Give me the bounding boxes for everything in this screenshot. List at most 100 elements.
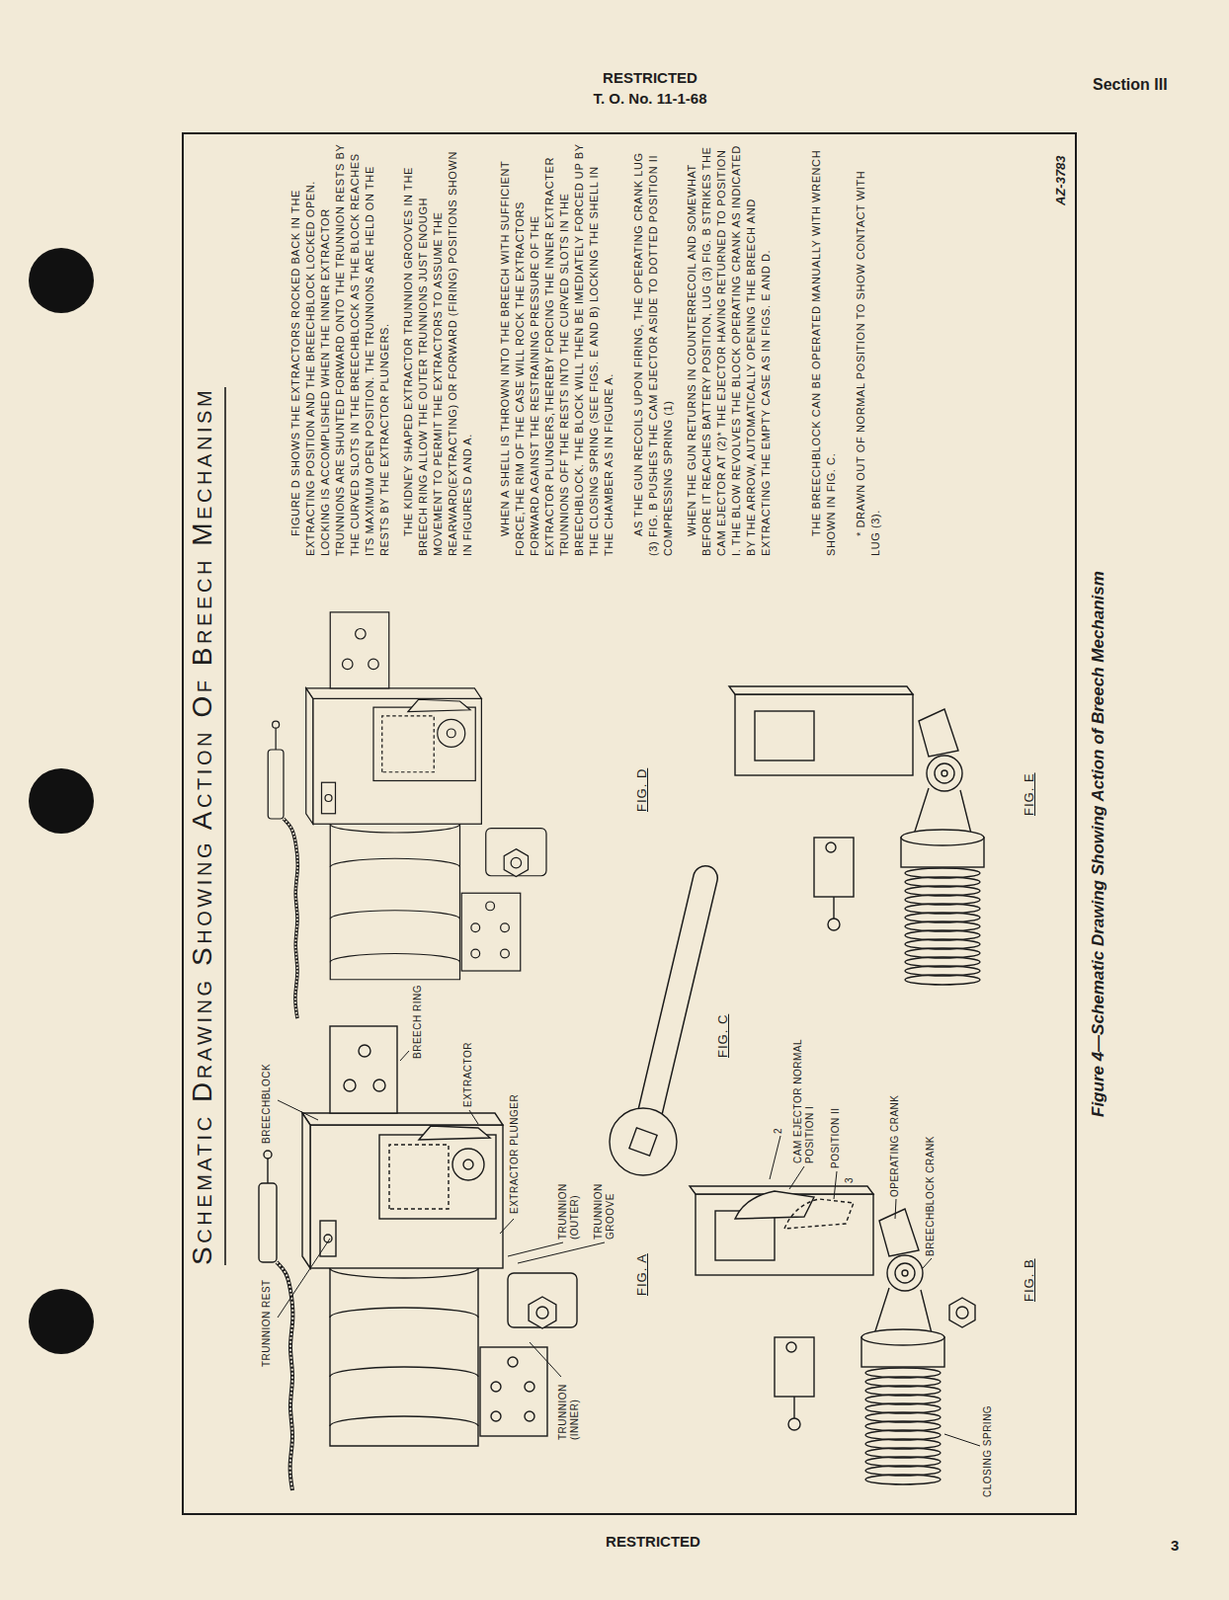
lug [774,1337,815,1397]
leader-line [517,1242,605,1264]
vent-hole [491,1382,501,1393]
breech-ring-face [302,1113,311,1269]
binder-hole [28,768,94,834]
callout-number: 3 [843,1177,856,1184]
figure-label: FIG. C [715,1014,732,1059]
vent-hole [500,949,510,959]
hydraulic-rod-end [272,721,280,729]
hydraulic-cable [276,1262,293,1491]
wrench-handle [643,878,706,1143]
breech-ring-face [306,688,314,824]
wrench-handle [643,878,706,1143]
bolt [343,1079,356,1092]
figure-caption: Figure 4—Schematic Drawing Showing Actio… [1088,571,1109,1118]
footnote: * DRAWN OUT OF NORMAL POSITION TO SHOW C… [853,143,884,557]
mount-bracket [329,612,390,689]
crank-hub [446,729,456,738]
hydraulic-cable [276,1262,293,1491]
page-footer: RESTRICTED [605,1533,701,1552]
note-paragraph: THE KIDNEY SHAPED EXTRACTOR TRUNNION GRO… [401,143,476,557]
crank-hub [463,1159,474,1170]
hydraulic-rod-end [263,1150,272,1159]
vent-hole [524,1411,535,1422]
barrel-ring [329,954,460,964]
figure-label: FIG. A [634,1253,651,1297]
lug-pin [827,918,840,931]
breech-ring [313,698,483,824]
spring-cap [901,829,984,846]
note-paragraph: AS THE GUN RECOILS UPON FIRING, THE OPER… [631,143,676,557]
figure-e [729,686,984,985]
vent-hole [500,923,510,933]
vent-hole [471,949,481,959]
bolt [342,658,354,670]
part-label: TRUNNION (INNER) [557,1366,581,1441]
bolt [355,629,367,641]
closing-spring [865,1368,941,1379]
figure-a [258,1026,577,1491]
part-label: BREECHBLOCK [260,1064,273,1145]
recoil-head [507,1273,577,1328]
part-label: BREECHBLOCK CRANK [924,1136,937,1257]
part-label: OPERATING CRANK [889,1095,902,1198]
lug-bore [825,842,836,853]
hydraulic-rod [266,1157,268,1184]
leader-line [277,1238,330,1318]
leader-line [469,1110,479,1125]
leader-line [922,1258,932,1269]
callout-number: 2 [772,1128,785,1135]
drawing-number: AZ-3783 [1053,155,1069,206]
part-label: POSITION II [829,1107,842,1169]
lug-pin [788,1418,801,1431]
hex-nut-bore [536,1307,549,1319]
hydraulic-cable [283,819,298,1019]
hydraulic-cylinder [258,1183,277,1263]
hex-nut-bore [510,857,522,869]
figure-d [267,612,547,1019]
figure-label: FIG. E [1021,772,1038,817]
trunnion-rest [320,1221,336,1257]
cam-ejector [735,1191,815,1220]
operating-crank [879,1209,919,1257]
breech-window [754,711,815,761]
vent-hole [471,923,481,933]
trunnion [325,795,332,803]
leader-line [833,1171,837,1200]
vent-hole [524,1382,535,1393]
leader-line [529,1342,562,1378]
breech-ring [735,694,913,776]
leader-line [499,1219,514,1234]
breech-ring [310,1125,503,1269]
hydraulic-rod [275,727,277,750]
breech-ring-face [306,688,483,700]
part-label: BREECH RING [411,984,424,1060]
crank-hub [452,1148,485,1181]
vent-hole [486,901,495,911]
operating-crank [918,709,959,757]
crank-hub [437,719,466,747]
curved-slot [382,716,435,773]
closing-spring [904,868,981,879]
spring-cap [861,1329,945,1346]
barrel-ring [329,858,460,868]
binder-hole [28,247,94,314]
bolt [368,658,380,670]
extractor [418,1126,491,1141]
leader-line [789,1166,805,1190]
crank-hub [887,1255,923,1292]
hydraulic-cable [283,819,298,1019]
breechblock [373,707,476,781]
barrel [329,1268,479,1447]
recoil-head [486,828,547,877]
crank-hub [901,1270,908,1277]
leader-line [277,1100,319,1121]
note-paragraph: WHEN THE GUN RETURNS IN COUNTERRECOIL AN… [684,143,774,557]
figure-label: FIG. D [634,768,651,813]
extractor [408,699,471,712]
page-number: 3 [1170,1537,1179,1556]
breechblock [379,1135,496,1220]
leader-lines [277,1051,981,1447]
part-label: TRUNNION (OUTER) [557,1165,581,1240]
lug-pin [793,1396,795,1419]
